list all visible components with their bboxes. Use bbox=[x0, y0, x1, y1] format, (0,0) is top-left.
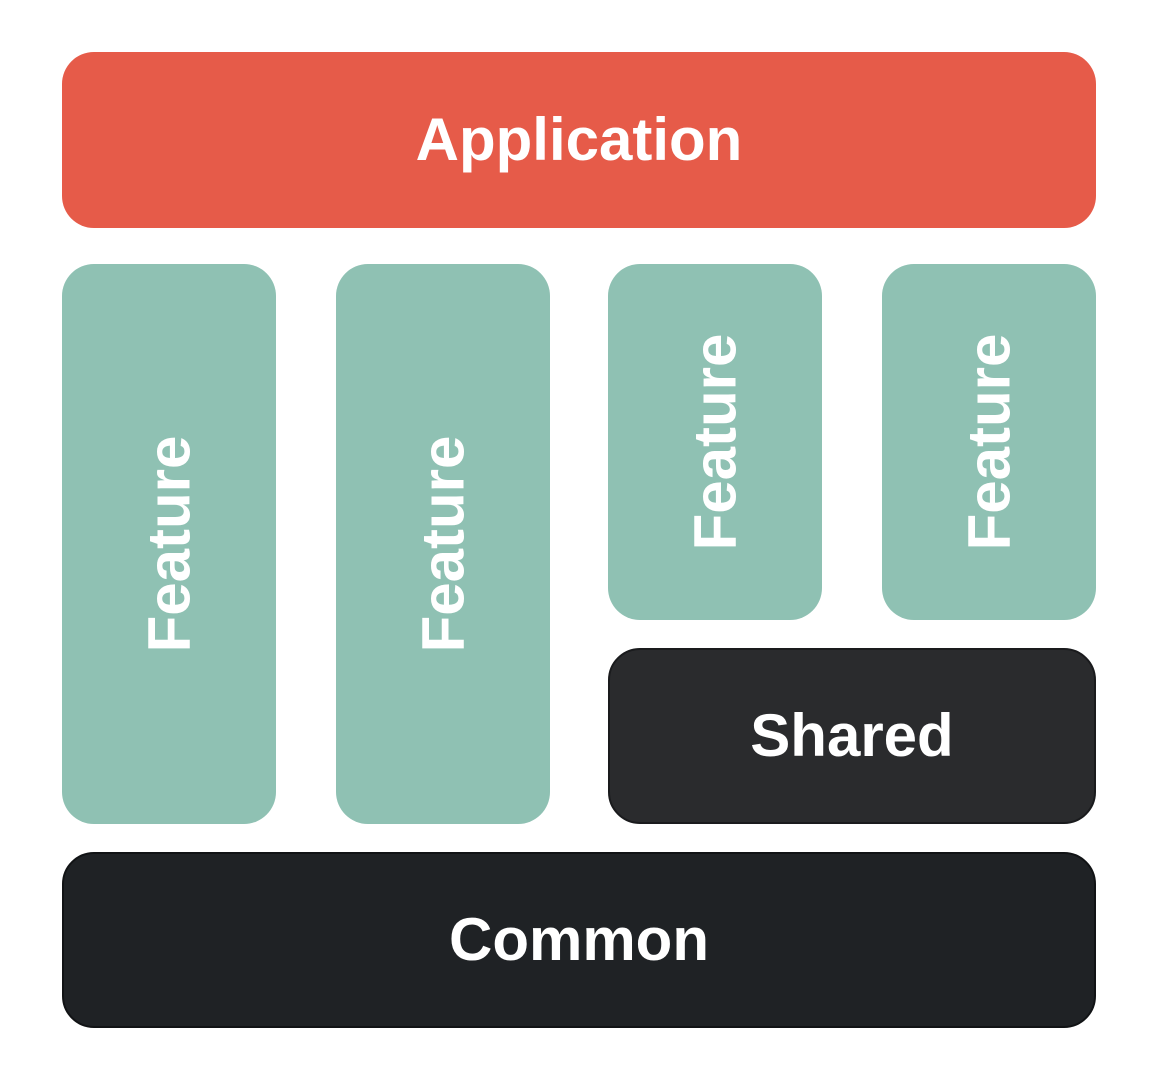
feature-module-1: Feature bbox=[62, 264, 276, 824]
feature-label-1: Feature bbox=[135, 435, 202, 653]
shared-label: Shared bbox=[750, 702, 954, 769]
shared-layer: Shared bbox=[608, 648, 1096, 824]
common-label: Common bbox=[449, 906, 709, 973]
application-label: Application bbox=[415, 106, 743, 173]
application-layer: Application bbox=[62, 52, 1096, 228]
feature-module-2: Feature bbox=[336, 264, 550, 824]
feature-label-2: Feature bbox=[409, 435, 476, 653]
feature-module-4: Feature bbox=[882, 264, 1096, 620]
feature-module-3: Feature bbox=[608, 264, 822, 620]
feature-label-4: Feature bbox=[955, 333, 1022, 551]
feature-label-3: Feature bbox=[681, 333, 748, 551]
common-layer: Common bbox=[62, 852, 1096, 1028]
